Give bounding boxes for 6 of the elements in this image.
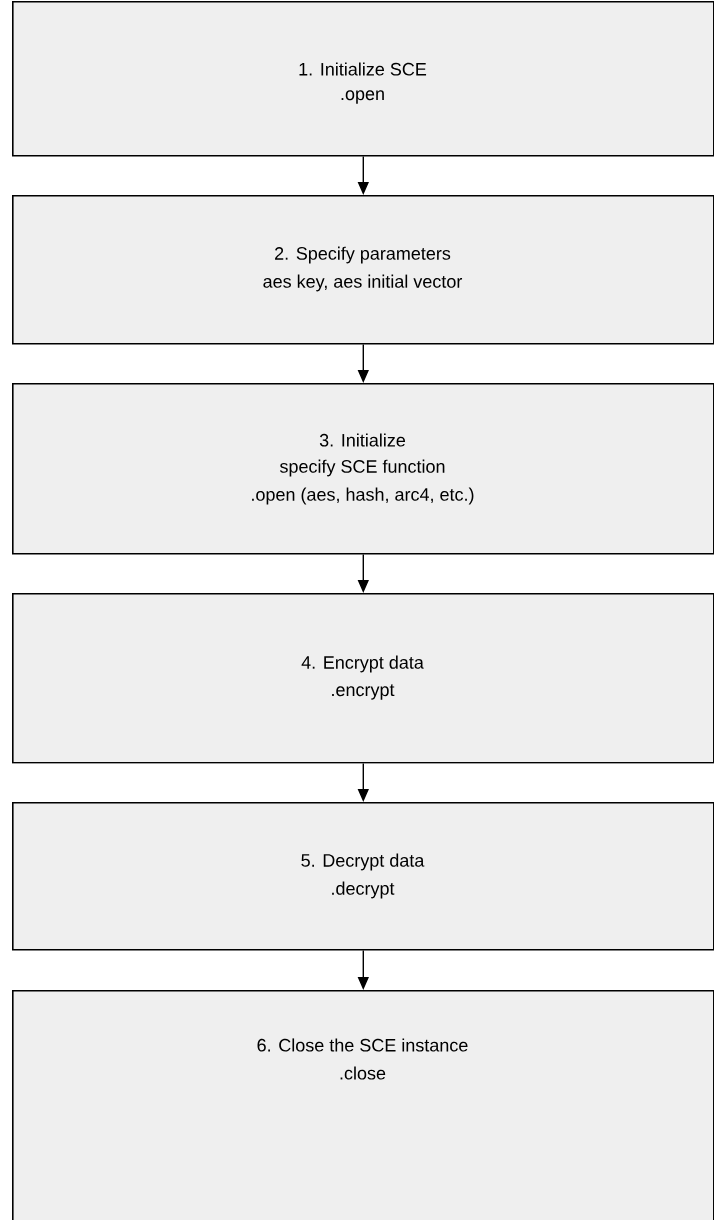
- process-box: 1. Initialize SCE .open: [12, 1, 714, 157]
- process-box: 3. Initialize specify SCE function .open (aes, hash, arc4, etc.): [12, 383, 714, 555]
- process-box: 4. Encrypt data .encrypt: [12, 593, 714, 764]
- process-box: 6. Close the SCE instance .close: [12, 990, 714, 1220]
- process-box: 2. Specify parameters aes key, aes initial vector: [12, 195, 714, 345]
- process-box: 5. Decrypt data .decrypt: [12, 802, 714, 951]
